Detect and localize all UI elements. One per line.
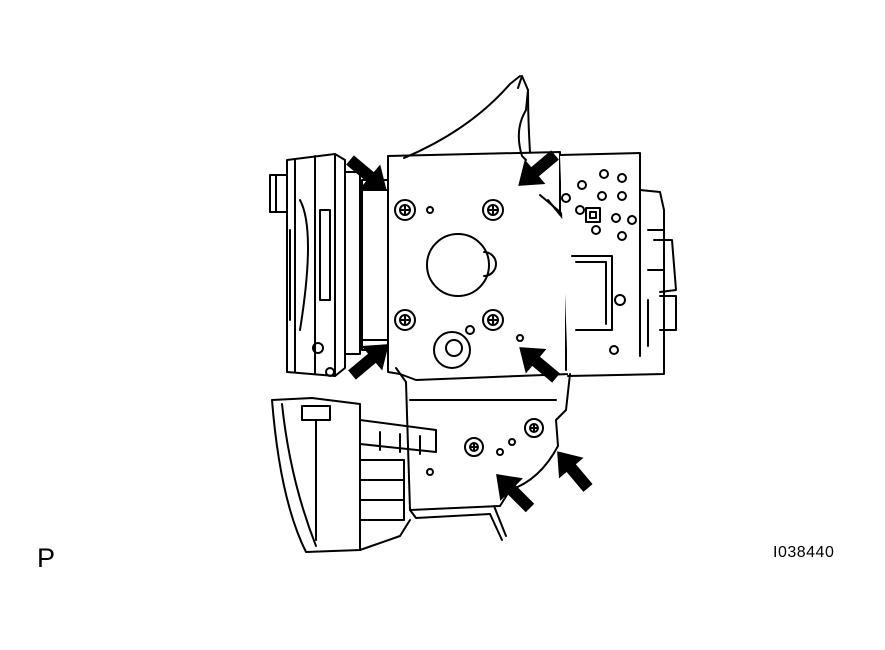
left-housing xyxy=(269,153,389,377)
arrow-icon xyxy=(484,462,542,520)
lever-stalk xyxy=(403,75,531,161)
screw-top-left xyxy=(394,199,416,221)
view-marker-label: P xyxy=(37,543,56,573)
screws xyxy=(394,199,544,457)
lower-left-knob-housing xyxy=(271,397,437,553)
figure-id-label: I038440 xyxy=(773,544,835,561)
arrow-icon xyxy=(544,440,601,499)
screw-top-right xyxy=(482,199,504,221)
screw-middle-right xyxy=(482,309,504,331)
lower-bracket xyxy=(395,367,571,541)
screw-lower-left xyxy=(464,437,484,457)
screw-middle-left xyxy=(394,309,416,331)
screw-lower-right xyxy=(524,418,544,438)
right-switch-module xyxy=(559,152,677,377)
mounting-plate xyxy=(387,151,571,381)
